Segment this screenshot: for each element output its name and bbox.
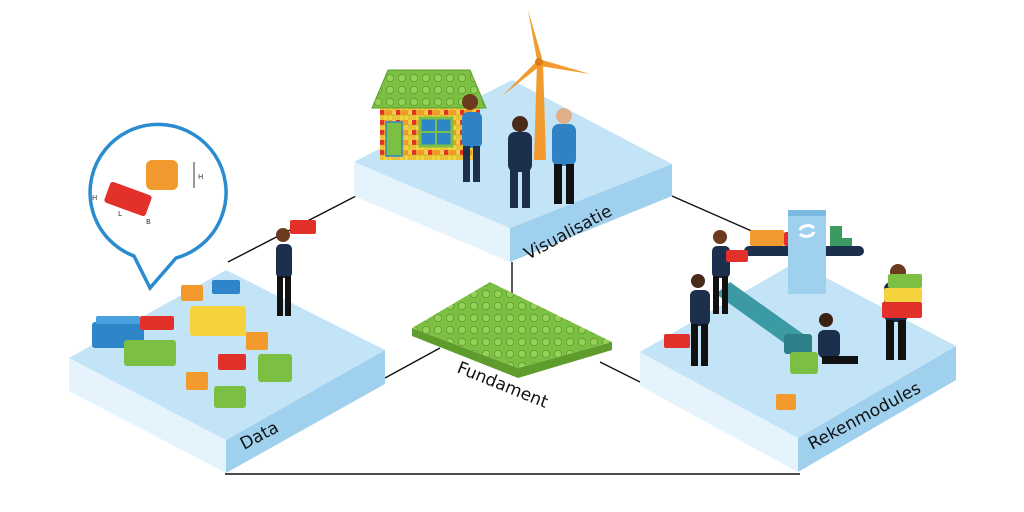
- foundation-plate: Fundament: [412, 282, 612, 413]
- callout-width-mark: B: [146, 218, 151, 226]
- brick-red-carried-2: [726, 250, 748, 262]
- turbine-blade-right: [540, 60, 590, 74]
- conveyor-brick-green: [830, 226, 852, 246]
- callout-brick-red: [104, 181, 152, 217]
- brick-red-ground: [664, 334, 690, 348]
- house-door: [385, 121, 403, 157]
- brick-yellow-large: [190, 306, 246, 336]
- foundation-plate-side: [412, 328, 612, 378]
- platform-data: Data: [69, 220, 385, 473]
- platform-rekenmodules-side: [798, 346, 956, 472]
- person-rek-carrier: [882, 264, 922, 360]
- foundation-plate-top: [412, 282, 612, 368]
- platform-rekenmodules-front: [640, 352, 798, 472]
- brick-green-3: [214, 386, 246, 408]
- callout-bubble: H H L B: [88, 122, 228, 292]
- person-vis-1: [462, 94, 482, 182]
- crane-brick-green: [790, 352, 818, 374]
- turbine-blade-left: [502, 62, 540, 96]
- brick-orange-1: [181, 285, 203, 301]
- stack-green: [888, 274, 922, 288]
- person-vis-3: [552, 108, 576, 204]
- person-rek-kneeling: [818, 313, 858, 364]
- brick-red-small: [140, 316, 174, 330]
- processing-tower: [788, 210, 826, 294]
- turbine-blade-up: [528, 10, 542, 60]
- person-rek-2: [690, 274, 710, 366]
- brick-red-2: [218, 354, 246, 370]
- brick-blue-small: [212, 280, 240, 294]
- turbine-mast: [534, 62, 546, 160]
- callout-length-mark: L: [118, 210, 122, 218]
- stack-red: [882, 302, 922, 318]
- person-vis-2: [508, 116, 532, 208]
- person-rek-1: [712, 230, 748, 314]
- platform-data-front: [69, 358, 226, 473]
- conveyor-brick-orange: [750, 230, 784, 246]
- house-roof: [371, 69, 487, 109]
- brick-green-2: [258, 354, 292, 382]
- platform-data-side: [226, 350, 385, 473]
- wind-turbine: [502, 10, 590, 160]
- platform-rekenmodules: Rekenmodules: [640, 210, 956, 472]
- crane-arm: [716, 282, 818, 374]
- refresh-icon: [798, 224, 816, 238]
- callout-height-mark: H: [198, 173, 203, 181]
- brick-red-carried: [290, 220, 316, 234]
- brick-orange-3: [186, 372, 208, 390]
- brick-green-large: [124, 340, 176, 366]
- callout-brick-orange: [146, 160, 178, 190]
- data-bricks: [92, 280, 292, 408]
- brick-orange-ground: [776, 394, 796, 410]
- stack-yellow: [884, 288, 922, 302]
- person-data-carrier: [276, 220, 316, 316]
- platform-visualisatie: Visualisatie: [354, 10, 672, 264]
- callout-height-mark-2: H: [92, 194, 97, 202]
- platform-visualisatie-side: [510, 164, 672, 262]
- brick-orange-2: [246, 332, 268, 350]
- platform-visualisatie-front: [354, 162, 510, 262]
